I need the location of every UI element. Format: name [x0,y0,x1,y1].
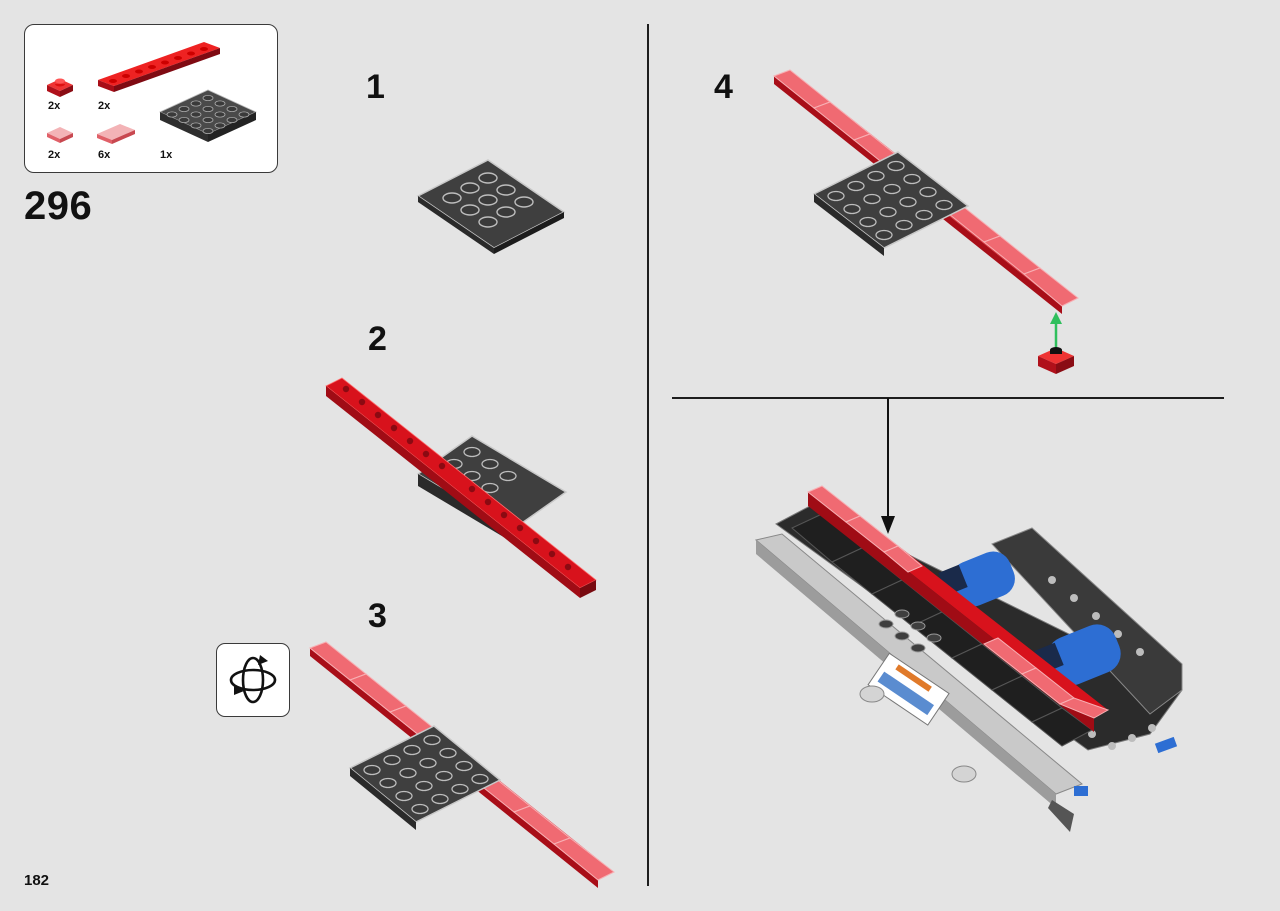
red-plate-1x1-icon [47,78,73,97]
build-step-number: 296 [24,184,93,228]
parts-list-box [24,24,278,173]
column-divider [647,24,649,886]
substep-number-3: 3 [368,597,387,635]
trans-red-tile-1x2-icon [97,124,135,144]
rotate-arrows-icon [229,655,277,704]
part-qty: 6x [98,149,111,161]
step1-gray-plate-illustration [416,159,566,254]
dark-gray-plate-4x4-icon [159,89,257,142]
attach-arrow [881,398,895,534]
trans-red-tile-1x1-icon [47,127,73,143]
substep-number-4: 4 [714,68,733,106]
step4-subassembly-illustration [773,69,1079,374]
substep-number-1: 1 [366,68,385,106]
part-qty: 1x [160,149,173,161]
row-divider [672,397,1224,399]
step3-tiles-illustration [309,641,615,888]
substep-number-2: 2 [368,320,387,358]
page-number: 182 [24,872,50,889]
main-model-illustration [754,485,1183,832]
part-qty: 2x [48,149,61,161]
rotate-model-callout [216,643,290,717]
part-qty: 2x [98,100,111,112]
part-qty: 2x [48,100,61,112]
red-plate-1x8-icon [98,42,220,92]
step2-red-plate-illustration [325,377,597,598]
